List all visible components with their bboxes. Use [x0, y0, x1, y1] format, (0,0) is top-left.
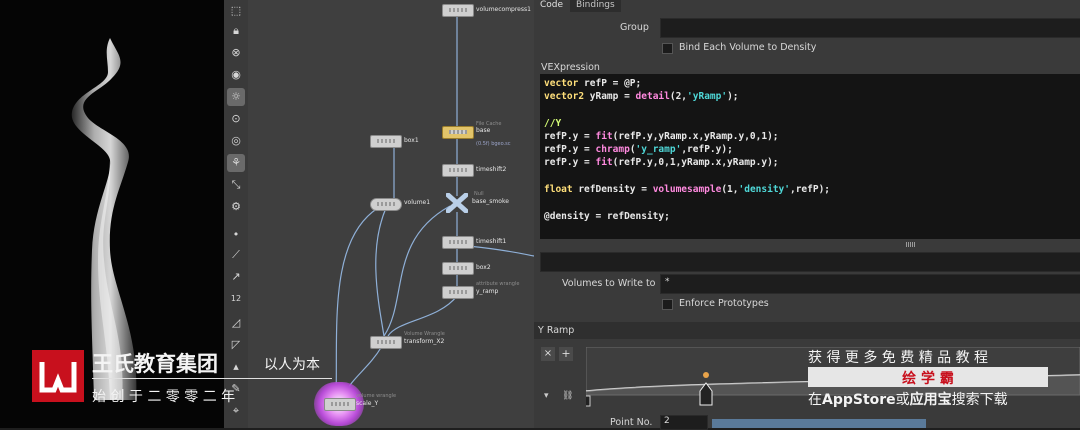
- brand-name: 王氏教育集团: [92, 352, 218, 376]
- resize-handle-icon[interactable]: [906, 242, 916, 247]
- brand-logo: [32, 350, 84, 402]
- add-point-button[interactable]: +: [559, 347, 573, 361]
- volumes-value: *: [665, 277, 670, 287]
- code-line-9: float refDensity = volumesample(1,'densi…: [544, 184, 831, 195]
- tool-shelf: ⬚ 🔒︎ ⊗ ◉ ☼ ⊙ ◎ ⚘ ⤡ ⚙ • ⟋ ↗ 12 ◿ ◸ ▴ ✎ ⌖: [224, 0, 249, 428]
- group-label: Group: [620, 22, 649, 33]
- node-type-base: File Cache: [476, 121, 502, 127]
- promo-yingyongbao: 应用宝: [909, 392, 952, 408]
- bind-each-label: Bind Each Volume to Density: [679, 42, 817, 53]
- node-base-smoke[interactable]: [446, 193, 468, 213]
- node-y-ramp[interactable]: [442, 286, 474, 299]
- magnet-icon[interactable]: ⚘: [227, 154, 245, 172]
- node-label-scale-y: scale_Y: [356, 400, 379, 407]
- group-field[interactable]: [660, 18, 1080, 38]
- node-type-transform: Volume Wrangle: [404, 331, 445, 337]
- ramp-editor: × + ▾ ⛓︎ Point No. 2: [534, 339, 1080, 430]
- code-line-11: @density = refDensity;: [544, 211, 670, 222]
- expand-arrow-icon[interactable]: ▾: [544, 391, 549, 401]
- node-box2[interactable]: [442, 262, 474, 275]
- point-no-label: Point No.: [610, 417, 653, 428]
- promo-banner: 绘 学 霸: [808, 367, 1048, 387]
- ramp-header: Y Ramp: [534, 322, 1080, 339]
- code-line-4: //Y: [544, 118, 562, 129]
- promo-appstore: AppStore: [822, 392, 896, 408]
- paint-icon[interactable]: ↗: [231, 270, 241, 283]
- node-base[interactable]: [442, 126, 474, 139]
- brush-icon[interactable]: ⟋: [232, 248, 240, 261]
- dot-icon[interactable]: •: [232, 228, 240, 241]
- ruler-icon[interactable]: ◿: [231, 316, 241, 329]
- node-type-base-smoke: Null: [474, 191, 484, 197]
- measure-icon[interactable]: ◸: [231, 338, 241, 351]
- vexpression-label: VEXpression: [541, 62, 600, 73]
- code-line-6: refP.y = chramp('y_ramp',refP.y);: [544, 144, 733, 155]
- node-label-timeshift2: timeshift2: [476, 166, 507, 173]
- logo-mark-icon: [39, 362, 77, 393]
- tab-bindings[interactable]: Bindings: [570, 0, 621, 12]
- node-network-editor[interactable]: volumecompress1 File Cache base (0.5f) b…: [248, 0, 534, 428]
- tab-code[interactable]: Code: [534, 0, 570, 12]
- light-icon[interactable]: ☼: [227, 88, 245, 106]
- node-label-box2: box2: [476, 264, 491, 271]
- divider: [92, 378, 332, 379]
- code-secondary-field[interactable]: [540, 252, 1080, 272]
- bind-each-checkbox[interactable]: [662, 43, 673, 54]
- node-label-volumecompress1: volumecompress1: [476, 6, 531, 13]
- select-tool-icon[interactable]: ⬚: [230, 4, 242, 17]
- promo-text-c: 或: [895, 392, 910, 408]
- link-icon[interactable]: ⛓︎: [562, 391, 574, 401]
- code-line-2: vector2 yRamp = detail(2,'yRamp');: [544, 91, 739, 102]
- code-line-5: refP.y = fit(refP.y,yRamp.x,yRamp.y,0,1)…: [544, 131, 779, 142]
- promo-line-1: 获 得 更 多 免 费 精 品 教 程: [808, 350, 989, 366]
- volumes-field[interactable]: *: [660, 274, 1080, 294]
- node-label-transform-x2: transform_X2: [404, 338, 445, 345]
- position-slider[interactable]: [712, 419, 926, 428]
- vex-code-editor[interactable]: vector refP = @P; vector2 yRamp = detail…: [540, 74, 1080, 239]
- node-label-y-ramp: y_ramp: [476, 288, 499, 295]
- volumes-label: Volumes to Write to: [562, 278, 656, 289]
- node-scale-y[interactable]: [324, 398, 356, 411]
- promo-text-a: 在: [808, 392, 822, 408]
- brand-founded: 始 创 于 二 零 零 二 年: [92, 389, 236, 405]
- node-type-y-ramp: attribute wrangle: [476, 281, 520, 287]
- smoke-render: [71, 38, 137, 400]
- node-timeshift2[interactable]: [442, 164, 474, 177]
- snap-icon[interactable]: ◎: [231, 134, 241, 147]
- misc-icon[interactable]: ▴: [233, 360, 239, 373]
- grid-zoom-label[interactable]: 12: [230, 294, 242, 303]
- ramp-label: Y Ramp: [538, 325, 575, 336]
- extra-icon[interactable]: ✎: [231, 382, 241, 395]
- code-line-7: refP.y = fit(refP.y,0,1,yRamp.x,yRamp.y)…: [544, 157, 779, 168]
- promo-line-3: 在AppStore或应用宝搜索下载: [808, 389, 1008, 409]
- promo-brand: 绘 学 霸: [902, 371, 954, 387]
- point-no-value: 2: [664, 416, 670, 426]
- remove-point-button[interactable]: ×: [541, 347, 555, 361]
- lock-icon[interactable]: 🔒︎: [233, 24, 239, 37]
- view-icon[interactable]: ⚙: [231, 200, 241, 213]
- node-type-scale-y: volume wrangle: [356, 393, 397, 399]
- node-label-volume1: volume1: [404, 199, 431, 206]
- node-transform-x2[interactable]: [370, 336, 402, 349]
- promo-text-e: 搜索下载: [951, 392, 1008, 408]
- display-icon[interactable]: ⊙: [231, 112, 241, 125]
- camera-icon[interactable]: ◉: [231, 68, 241, 81]
- transform-icon[interactable]: ⤡: [231, 178, 241, 191]
- node-timeshift1[interactable]: [442, 236, 474, 249]
- node-label-base-smoke: base_smoke: [472, 198, 509, 205]
- more-icon[interactable]: ⌖: [232, 404, 240, 417]
- enforce-prototypes-checkbox[interactable]: [662, 299, 673, 310]
- node-volume1[interactable]: [370, 198, 402, 211]
- node-label-box1: box1: [404, 137, 419, 144]
- node-label-base: base: [476, 127, 491, 134]
- enforce-prototypes-label: Enforce Prototypes: [679, 298, 769, 309]
- node-volumecompress1[interactable]: [442, 4, 474, 17]
- code-line-1: vector refP = @P;: [544, 78, 642, 89]
- node-box1[interactable]: [370, 135, 402, 148]
- pin-icon[interactable]: ⊗: [231, 46, 241, 59]
- brand-slogan: 以人为本: [264, 357, 320, 373]
- node-sub-base: (0.5f) bgeo.sc: [476, 141, 511, 147]
- node-label-timeshift1: timeshift1: [476, 238, 507, 245]
